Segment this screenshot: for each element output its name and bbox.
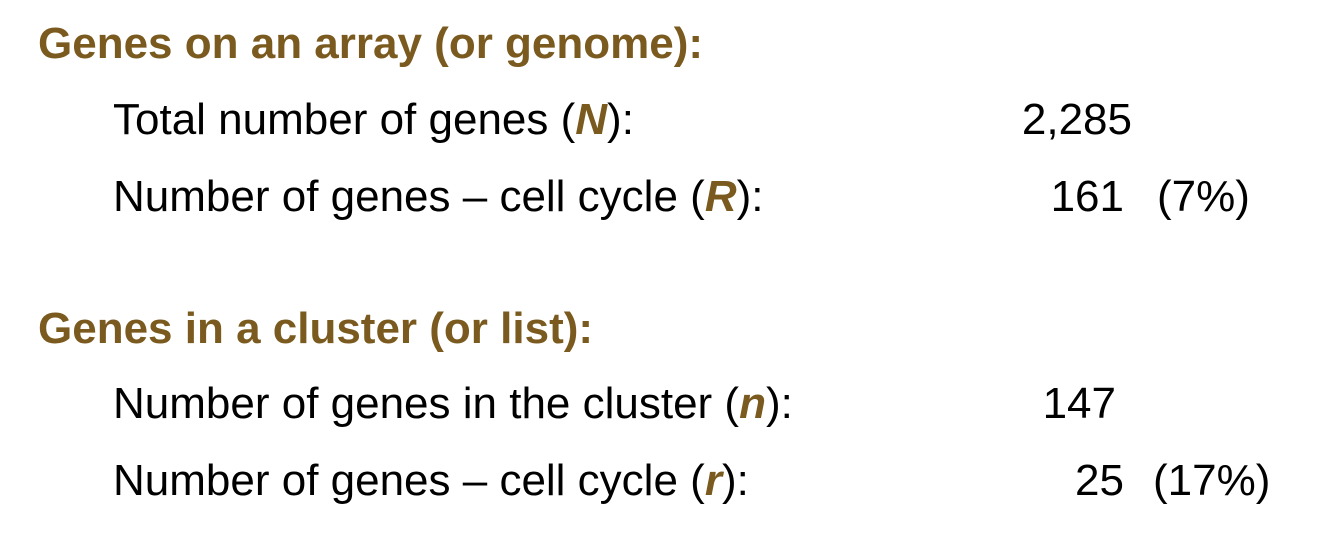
array-total-value: 2,285 bbox=[1021, 95, 1132, 144]
cluster-total-value: 147 bbox=[1042, 379, 1116, 428]
cluster-cell-cycle-percent: (17%) bbox=[1153, 456, 1271, 505]
cluster-total-row: Number of genes in the cluster (n): 147 bbox=[0, 382, 1344, 442]
array-heading: Genes on an array (or genome): bbox=[38, 19, 704, 68]
cluster-cell-cycle-label: Number of genes – cell cycle (r): bbox=[113, 459, 749, 503]
cluster-total-label-post: ): bbox=[765, 379, 793, 428]
variable-n: n bbox=[739, 379, 766, 428]
array-total-label-pre: Total number of genes ( bbox=[113, 95, 576, 144]
variable-N: N bbox=[575, 95, 608, 144]
cluster-cell-cycle-value: 25 bbox=[1075, 456, 1124, 505]
variable-R: R bbox=[704, 172, 737, 221]
variable-r: r bbox=[704, 456, 722, 505]
cluster-total-label: Number of genes in the cluster (n): bbox=[113, 382, 793, 426]
array-total-label: Total number of genes (N): bbox=[113, 98, 634, 142]
cluster-cell-cycle-label-pre: Number of genes – cell cycle ( bbox=[113, 456, 705, 505]
array-total-row: Total number of genes (N): 2,285 bbox=[0, 98, 1344, 158]
cluster-heading: Genes in a cluster (or list): bbox=[38, 304, 594, 353]
array-cell-cycle-percent: (7%) bbox=[1157, 172, 1250, 221]
array-cell-cycle-label-post: ): bbox=[736, 172, 764, 221]
array-cell-cycle-row: Number of genes – cell cycle (R): 161 (7… bbox=[0, 175, 1344, 235]
array-total-label-post: ): bbox=[607, 95, 634, 144]
array-cell-cycle-label: Number of genes – cell cycle (R): bbox=[113, 175, 763, 219]
cluster-cell-cycle-label-post: ): bbox=[721, 456, 749, 505]
cluster-cell-cycle-row: Number of genes – cell cycle (r): 25 (17… bbox=[0, 459, 1344, 519]
array-cell-cycle-value: 161 bbox=[1050, 172, 1124, 221]
array-cell-cycle-label-pre: Number of genes – cell cycle ( bbox=[113, 172, 705, 221]
cluster-total-label-pre: Number of genes in the cluster ( bbox=[113, 379, 740, 428]
